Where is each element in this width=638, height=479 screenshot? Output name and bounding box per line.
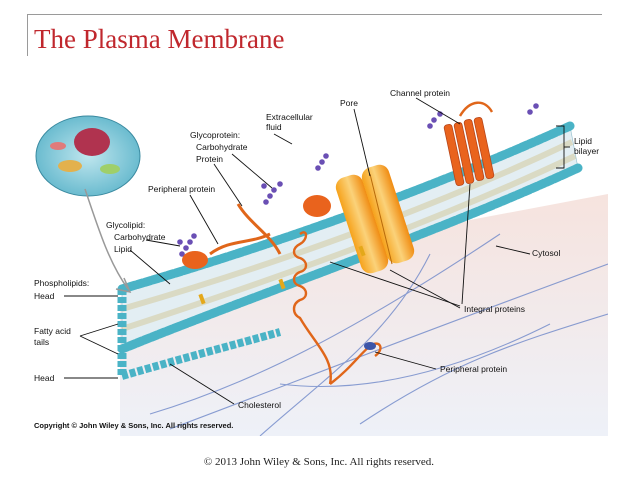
label-phospholipids: Phospholipids: (34, 278, 89, 288)
carbohydrate-chains (177, 103, 539, 257)
label-channel-protein: Channel protein (390, 88, 450, 98)
integral-protein-coil (292, 231, 332, 385)
diagram-labels: Pore Channel protein Extracellular fluid… (34, 88, 599, 410)
cytosol-region (120, 194, 608, 436)
label-peripheral-protein-top: Peripheral protein (148, 184, 215, 194)
cell-illustration (35, 115, 141, 294)
label-cytosol: Cytosol (532, 248, 560, 258)
label-glycolipid-carbohydrate: Carbohydrate (114, 232, 166, 242)
label-pore: Pore (340, 98, 358, 108)
label-glycolipid: Glycolipid: (106, 220, 145, 230)
label-peripheral-protein-bottom: Peripheral protein (440, 364, 507, 374)
cytoskeleton-filaments (149, 233, 608, 436)
label-extracellular-line1: Extracellular (266, 112, 313, 122)
peripheral-protein-top (209, 232, 271, 256)
leader-lines (64, 97, 570, 405)
label-head-top: Head (34, 291, 55, 301)
label-head-bottom: Head (34, 373, 55, 383)
label-extracellular-line2: fluid (266, 122, 282, 132)
label-glycolipid-lipid: Lipid (114, 244, 132, 254)
plasma-membrane-diagram: Pore Channel protein Extracellular fluid… (34, 88, 608, 436)
label-fatty-acid-line1: Fatty acid (34, 326, 71, 336)
label-lipid-bilayer-line2: bilayer (574, 146, 599, 156)
label-fatty-acid-line2: tails (34, 337, 49, 347)
peripheral-protein-blob (182, 251, 208, 269)
glycoprotein-protein (236, 203, 282, 255)
label-glyco-carbohydrate: Carbohydrate (196, 142, 248, 152)
slide-footer: © 2013 John Wiley & Sons, Inc. All right… (203, 456, 435, 468)
label-cholesterol: Cholesterol (238, 400, 281, 410)
label-glycoprotein: Glycoprotein: (190, 130, 240, 140)
diagram-copyright: Copyright © John Wiley & Sons, Inc. All … (34, 421, 233, 430)
label-glyco-protein: Protein (196, 154, 223, 164)
label-integral-proteins: Integral proteins (464, 304, 525, 314)
outer-head-row (117, 121, 575, 294)
slide-border-top (27, 14, 602, 15)
slide-border-left (27, 14, 28, 56)
slide-title: The Plasma Membrane (34, 24, 285, 54)
cholesterol-marks (198, 245, 366, 305)
label-lipid-bilayer-line1: Lipid (574, 136, 592, 146)
inner-head-row (117, 163, 583, 354)
pore-protein (335, 164, 415, 274)
